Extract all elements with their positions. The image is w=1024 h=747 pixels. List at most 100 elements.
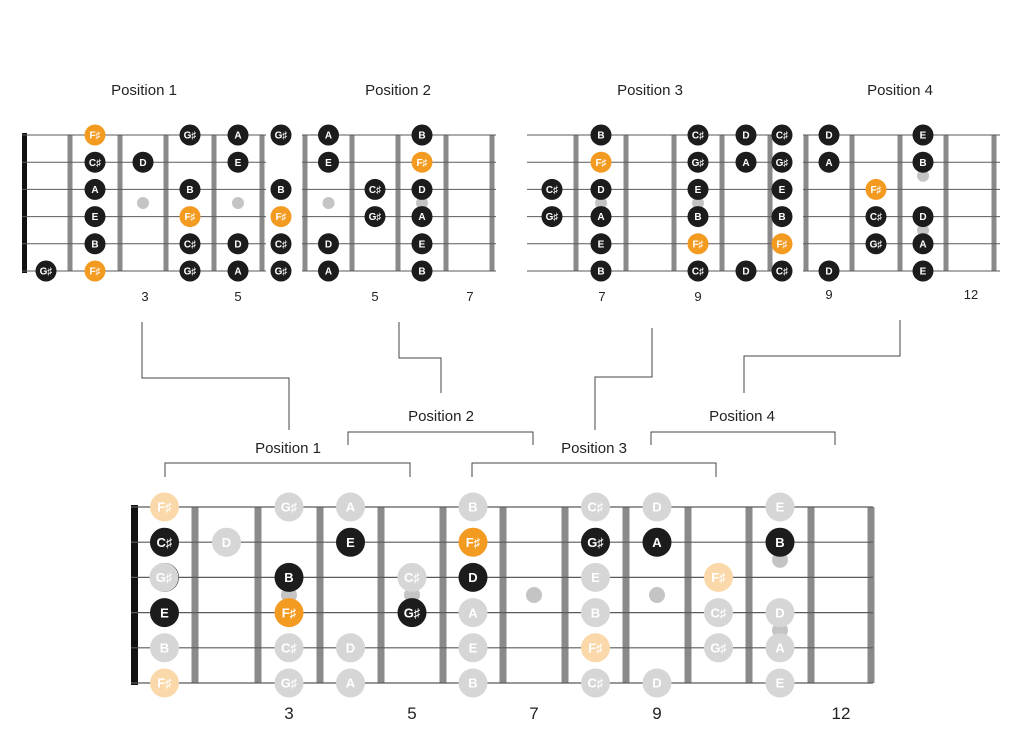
note-dot [704,562,733,592]
note-label: E [160,605,169,620]
note-dot [687,178,709,200]
note-dot [704,598,733,628]
scale-note: C♯ [771,260,793,282]
note-dot [818,124,840,146]
note-label: E [776,500,785,515]
scale-note: E [590,233,612,255]
scale-note: A [227,124,249,146]
note-dot [642,527,672,557]
ghost-note: E [458,633,488,663]
fretboard-fret-number: 12 [832,704,851,723]
ghost-note: A [765,633,795,663]
note-label: G♯ [184,131,197,142]
note-label: B [597,131,604,142]
scale-note: B [179,178,201,200]
fret-wire [163,135,169,271]
note-dot [590,206,612,228]
note-dot [227,233,249,255]
note-label: D [652,676,661,691]
note-label: D [742,131,749,142]
scale-note: A [411,206,433,228]
bracket-label-position-2: Position 2 [408,408,474,425]
note-dot [274,492,304,522]
position-1-fret-number: 3 [141,289,148,304]
ghost-note: C♯ [581,492,610,522]
note-dot [274,598,304,628]
note-dot [274,668,304,698]
full-fretboard: F♯C♯AEBF♯G♯DG♯BF♯C♯G♯AEDAC♯G♯BF♯DAEBC♯G♯… [131,492,875,698]
scale-note: C♯ [687,124,709,146]
scale-note: B [771,206,793,228]
note-label: E [695,185,702,196]
note-label: D [597,185,604,196]
note-label: D [325,239,332,250]
note-label: F♯ [416,158,427,169]
note-label: B [591,605,600,620]
scale-note: C♯ [364,178,386,200]
note-label: B [186,185,193,196]
note-label: F♯ [466,535,480,550]
fret-wire [803,135,809,271]
ghost-note: D [212,527,241,557]
note-dot [274,562,304,592]
note-label: A [346,500,356,515]
note-dot [687,151,709,173]
note-label: A [346,676,356,691]
bracket-position-1 [164,462,411,477]
ghost-note: G♯ [149,562,179,592]
ghost-note: D [336,633,365,663]
scale-note: E [912,260,934,282]
scale-note: C♯ [771,124,793,146]
note-dot [336,633,365,663]
scale-note: E [411,233,433,255]
ghost-note: E [581,562,610,592]
note-dot [865,178,887,200]
note-label: D [418,185,425,196]
note-dot [150,492,179,522]
scale-note: B [274,562,304,592]
note-dot [818,151,840,173]
note-label: G♯ [275,131,288,142]
note-dot [411,178,433,200]
note-dot [765,633,795,663]
fret-wire [807,507,815,683]
note-dot [912,206,934,228]
root-note: F♯ [590,151,612,173]
note-label: F♯ [157,500,171,515]
fret-wire [259,135,265,271]
note-dot [771,206,793,228]
note-label: F♯ [776,239,787,250]
scale-note: A [227,260,249,282]
position-4-fret-number: 9 [825,287,832,302]
note-dot [84,124,106,146]
position-3-title: Position 3 [617,82,683,99]
note-dot [912,151,934,173]
fret-wire [499,507,507,683]
fretboard-fret-number: 9 [652,704,661,723]
ghost-note: A [336,492,365,522]
fret-wire [377,507,385,683]
note-label: D [825,131,832,142]
root-note: F♯ [270,206,292,228]
scale-note: A [590,206,612,228]
note-dot [227,124,249,146]
scale-note: C♯ [541,178,563,200]
note-dot [227,260,249,282]
note-label: C♯ [369,185,381,196]
scale-note: E [227,151,249,173]
fret-wire [67,135,73,271]
note-label: B [277,185,284,196]
scale-note: C♯ [270,233,292,255]
note-dot [865,206,887,228]
fretboard-fret-number: 7 [529,704,538,723]
bracket-label-position-3: Position 3 [561,440,627,457]
note-label: E [235,158,242,169]
position-brackets [164,431,836,477]
scale-note: A [318,260,339,282]
fret-wire [349,135,355,271]
note-dot [581,668,610,698]
note-label: E [92,212,99,223]
scale-note: E [84,206,106,228]
note-label: B [694,212,701,223]
